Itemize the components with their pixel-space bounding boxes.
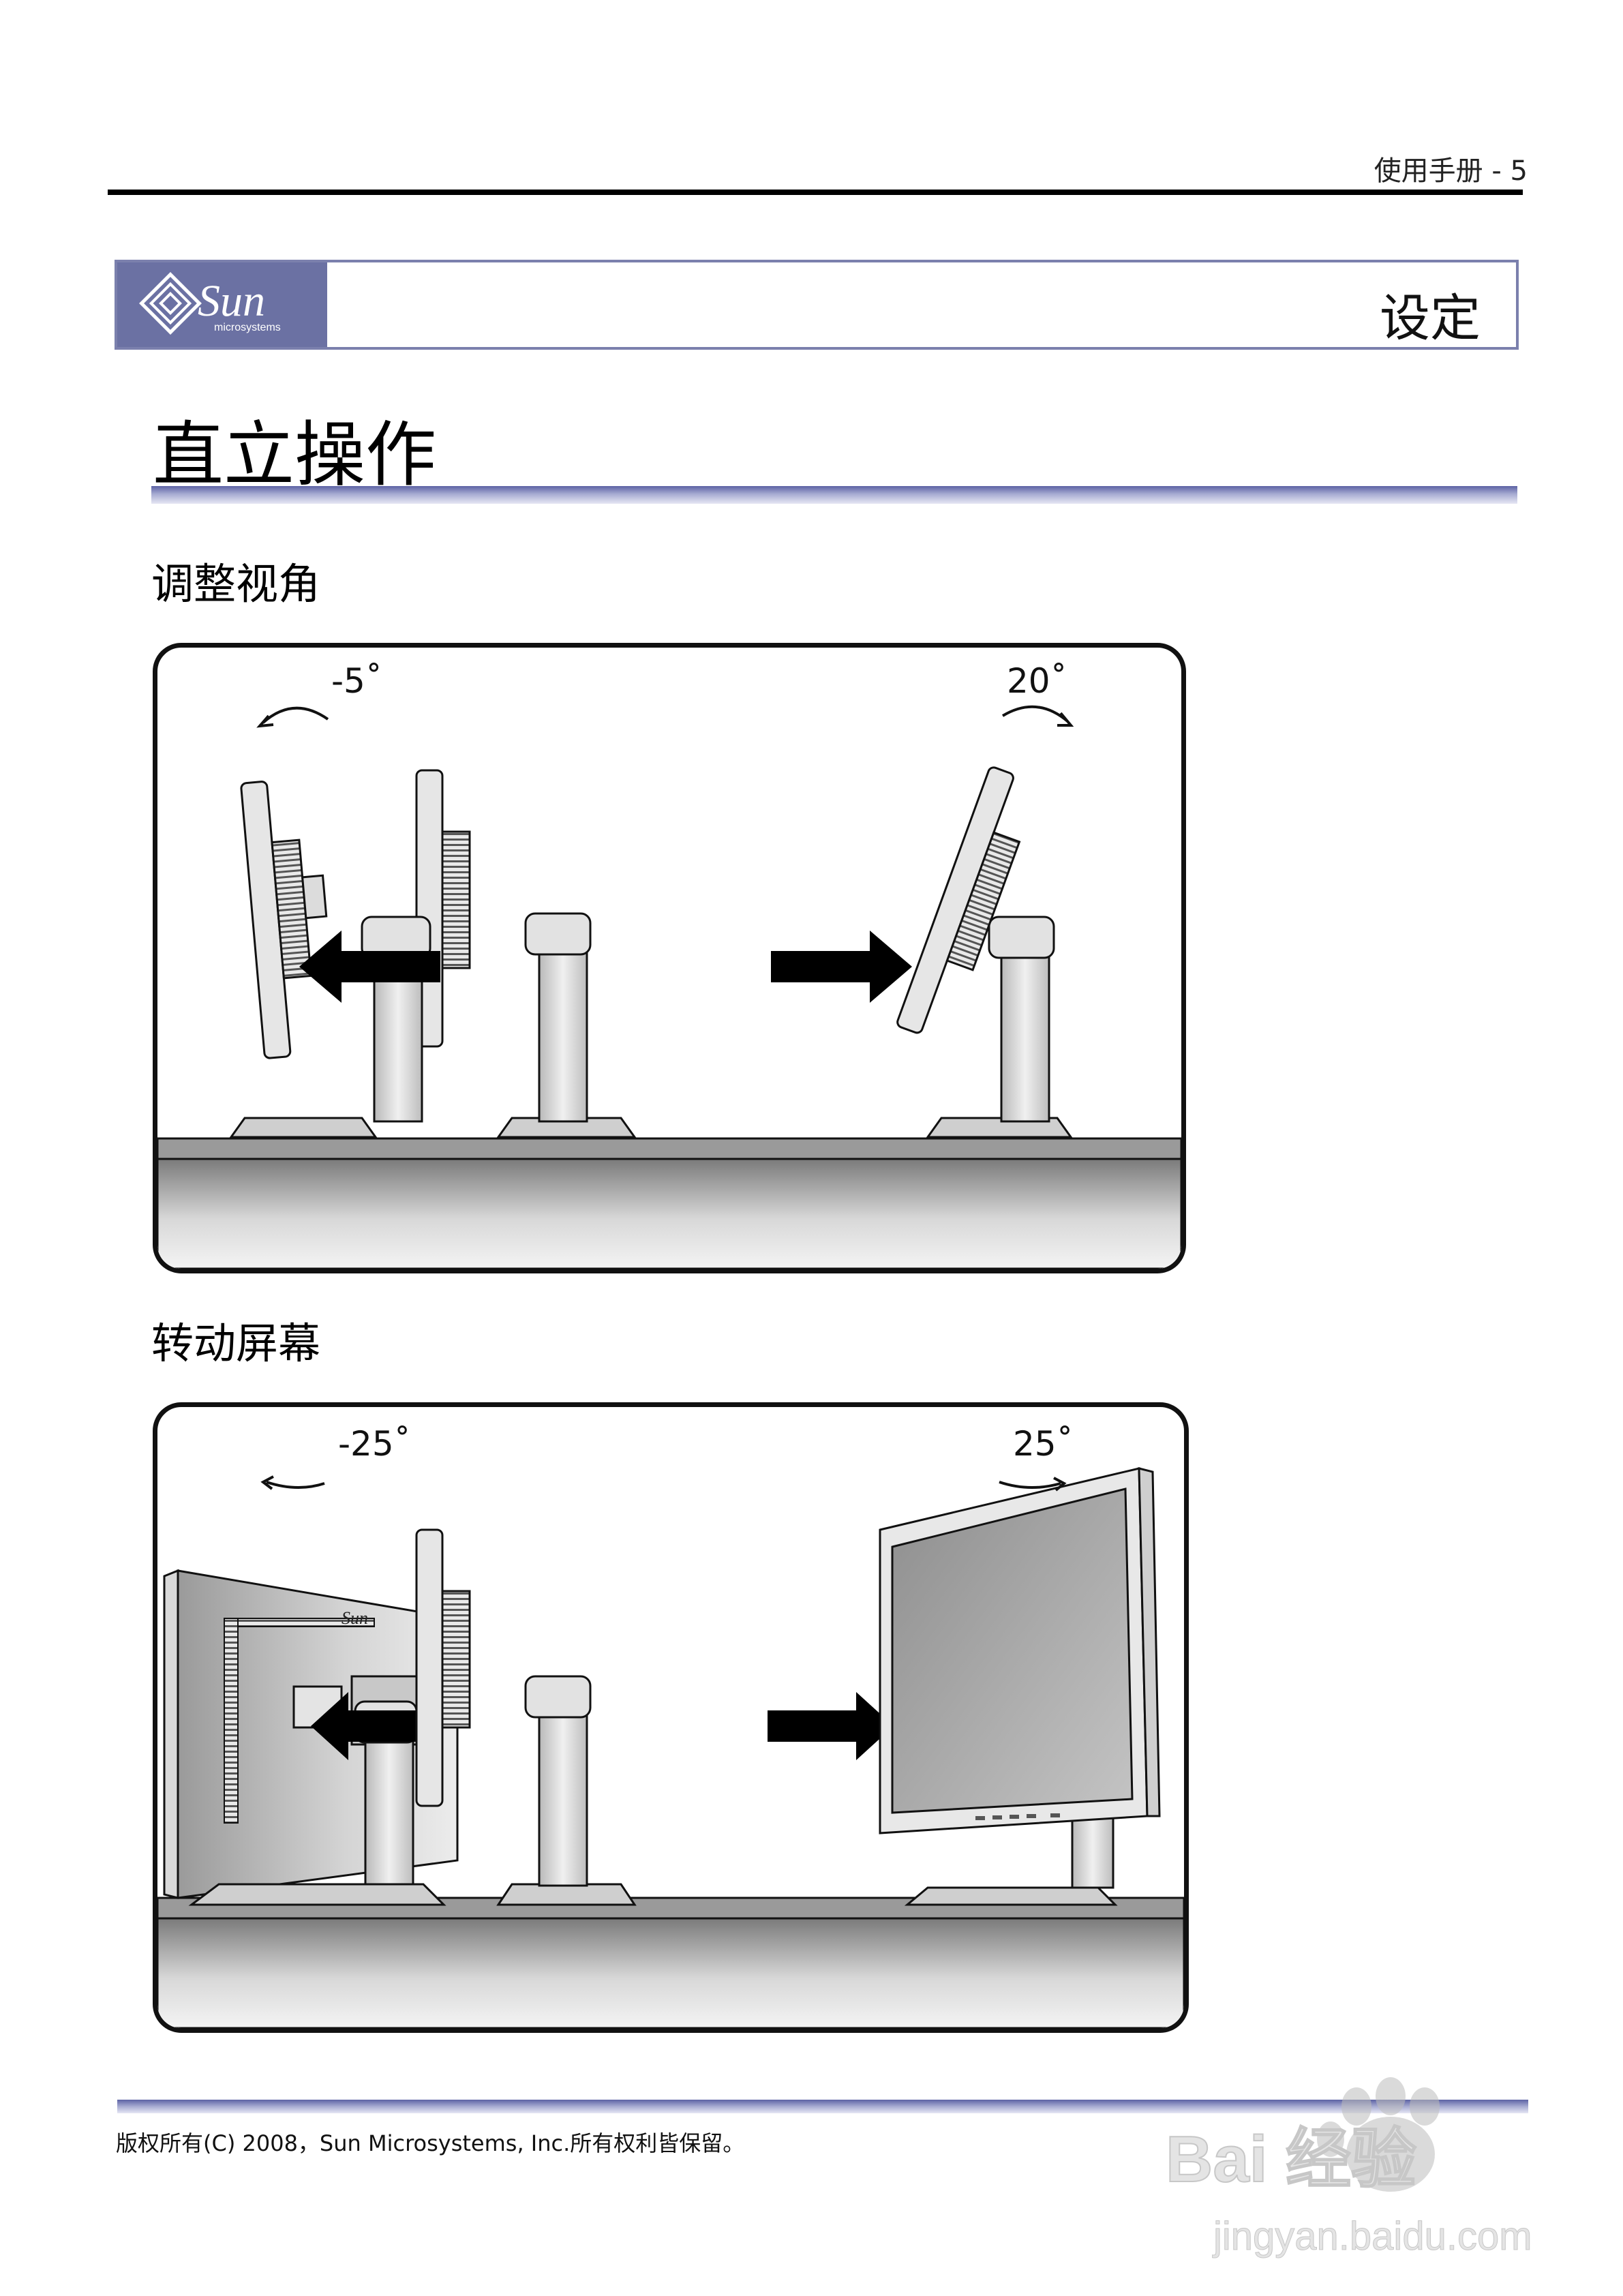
tilt-illustration bbox=[157, 648, 1181, 1269]
arc-right bbox=[999, 1482, 1061, 1487]
svg-text:Bai 经验: Bai 经验 bbox=[1166, 2123, 1416, 2196]
arc-left bbox=[267, 1482, 324, 1487]
section-title: 设定 bbox=[1380, 277, 1481, 350]
angle-label-left: -25˚ bbox=[338, 1424, 411, 1464]
swivel-illustration: Sun bbox=[157, 1407, 1184, 2028]
angle-label-left: -5˚ bbox=[331, 661, 382, 701]
figure-swivel-panel: Sun bbox=[153, 1402, 1189, 2033]
arrow-right bbox=[768, 1692, 894, 1760]
svg-text:microsystems: microsystems bbox=[214, 322, 281, 333]
desk-front bbox=[157, 1159, 1181, 1269]
heading-rotate-screen: 转动屏幕 bbox=[151, 1309, 320, 1370]
monitor-swivel-right bbox=[880, 1468, 1159, 1905]
svg-text:jingyan.baidu.com: jingyan.baidu.com bbox=[1212, 2214, 1532, 2259]
baidu-watermark: Bai 经验 jingyan.baidu.com bbox=[1152, 2052, 1561, 2270]
arc-right bbox=[1003, 707, 1067, 721]
section-bar: Sun microsystems 设定 bbox=[115, 260, 1519, 350]
angle-label-right: 20˚ bbox=[1007, 661, 1067, 701]
page-title: 直立操作 bbox=[153, 397, 436, 500]
desk-front bbox=[157, 1918, 1184, 2028]
sun-logo: Sun microsystems bbox=[117, 262, 327, 347]
svg-text:Sun: Sun bbox=[198, 276, 265, 326]
figure-tilt-panel: -5˚ 20˚ bbox=[153, 643, 1186, 1273]
desk-top-edge bbox=[157, 1138, 1181, 1159]
monitor-tilt-forward bbox=[896, 766, 1071, 1137]
sun-logo-graphic: Sun microsystems bbox=[117, 262, 327, 347]
arrow-right bbox=[771, 931, 912, 1003]
svg-text:Sun: Sun bbox=[342, 1608, 368, 1628]
heading-adjust-viewing-angle: 调整视角 bbox=[151, 549, 320, 611]
title-rule bbox=[151, 486, 1517, 504]
arc-left bbox=[263, 708, 328, 723]
angle-label-right: 25˚ bbox=[1013, 1424, 1074, 1464]
page-number-label: 使用手册 - 5 bbox=[553, 149, 1528, 188]
header-rule bbox=[108, 190, 1523, 195]
copyright-text: 版权所有(C) 2008，Sun Microsystems, Inc.所有权利皆… bbox=[116, 2126, 744, 2158]
monitor-center bbox=[416, 770, 635, 1137]
